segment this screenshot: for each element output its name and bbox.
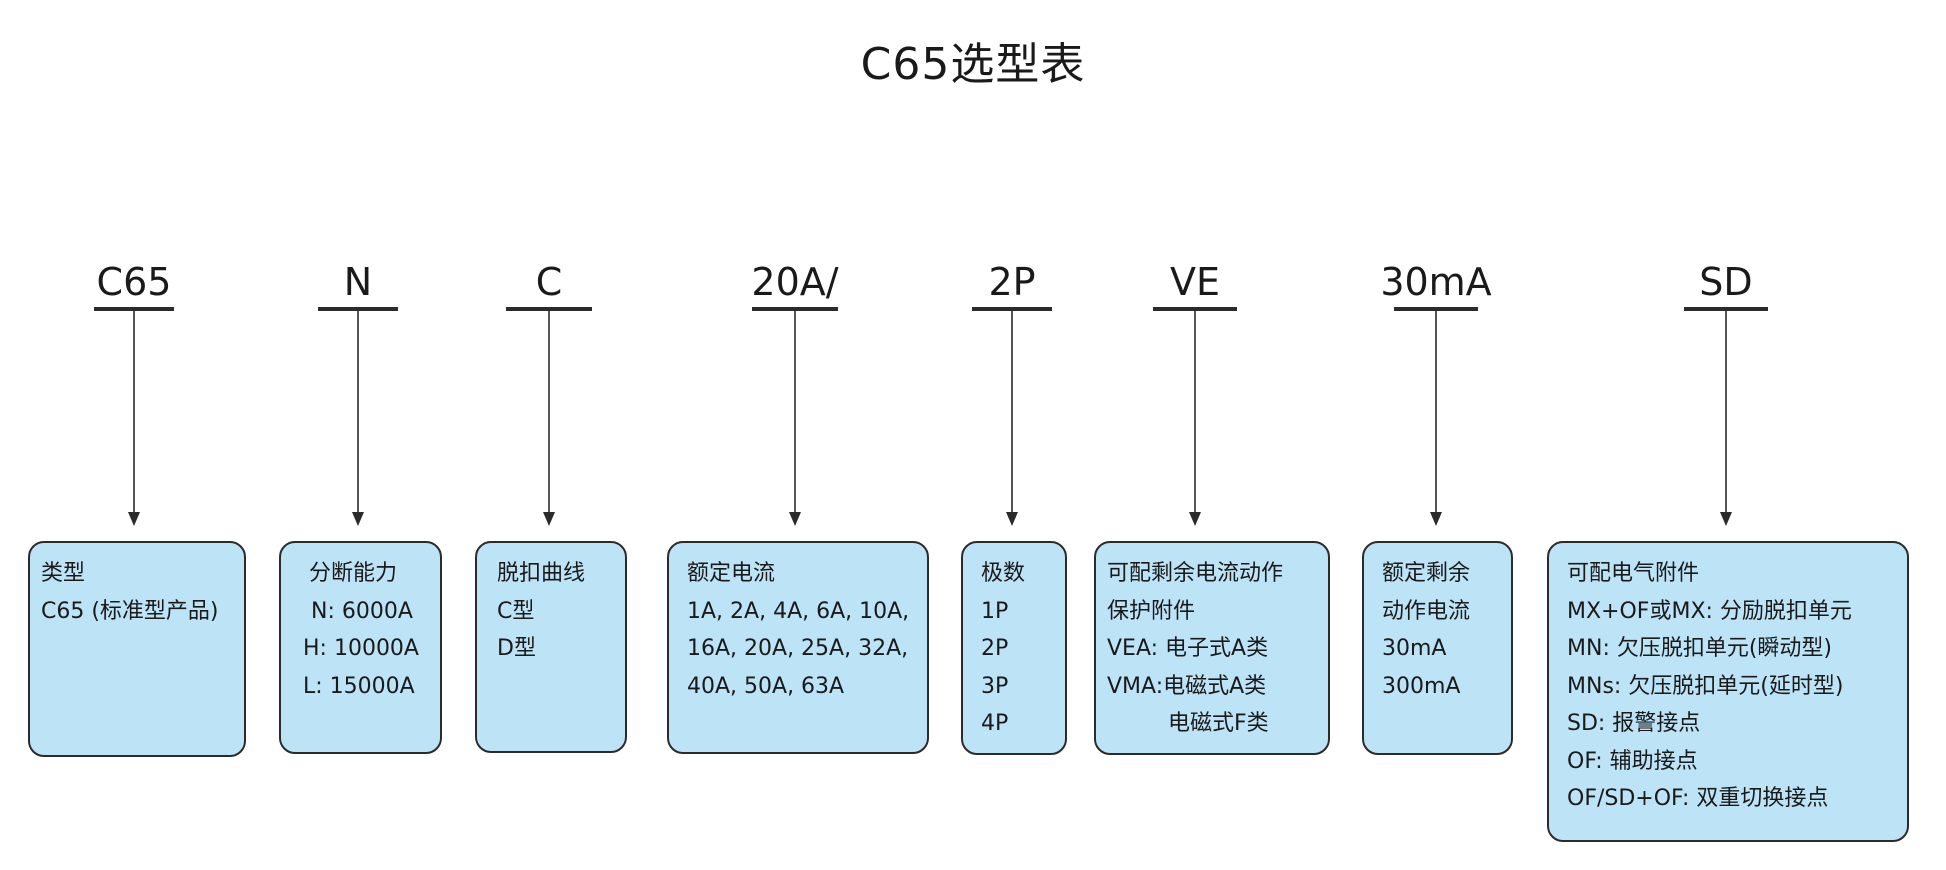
code-c65: C65 <box>96 260 172 304</box>
box-poles-line: 4P <box>981 711 1009 736</box>
box-breaking-capacity-line: H: 10000A <box>303 636 419 661</box>
code-20a: 20A/ <box>751 260 839 304</box>
arrowhead-icon <box>1189 512 1201 526</box>
box-poles-line: 3P <box>981 673 1009 699</box>
page-title: C65选型表 <box>860 39 1086 90</box>
arrowhead-icon <box>543 512 555 526</box>
box-residual-current-accessory-line: 电磁式F类 <box>1168 711 1269 736</box>
box-rated-residual-current-line: 动作电流 <box>1382 598 1471 624</box>
arrowhead-icon <box>1720 512 1732 526</box>
box-breaking-capacity-line: N: 6000A <box>311 598 413 624</box>
box-electrical-accessories-line: MX+OF或MX: 分励脱扣单元 <box>1567 598 1852 624</box>
box-trip-curve: 脱扣曲线 C型 D型 <box>475 541 627 753</box>
box-residual-current-accessory: 可配剩余电流动作 保护附件 VEA: 电子式A类 VMA:电磁式A类 电磁式F类 <box>1094 541 1330 755</box>
box-breaking-capacity-heading: 分断能力 <box>309 561 398 586</box>
box-rated-current-line: 40A, 50A, 63A <box>687 673 845 699</box>
box-residual-current-accessory-heading: 可配剩余电流动作 <box>1107 561 1284 586</box>
box-rated-current-line: 1A, 2A, 4A, 6A, 10A, <box>687 598 910 624</box>
box-rated-residual-current-line: 300mA <box>1382 673 1461 699</box>
arrowhead-icon <box>1006 512 1018 526</box>
box-poles: 极数 1P 2P 3P 4P <box>961 541 1067 755</box>
box-electrical-accessories-line: SD: 报警接点 <box>1567 711 1701 736</box>
box-electrical-accessories-line: MN: 欠压脱扣单元(瞬动型) <box>1567 636 1833 661</box>
arrowhead-icon <box>128 512 140 526</box>
arrowhead-icon <box>1430 512 1442 526</box>
box-residual-current-accessory-line: VMA:电磁式A类 <box>1107 673 1267 699</box>
code-30ma: 30mA <box>1380 260 1492 304</box>
code-2p: 2P <box>988 260 1036 304</box>
box-residual-current-accessory-line: VEA: 电子式A类 <box>1107 636 1269 661</box>
arrowhead-icon <box>352 512 364 526</box>
box-electrical-accessories-line: MNs: 欠压脱扣单元(延时型) <box>1567 673 1844 699</box>
box-trip-curve-heading: 脱扣曲线 <box>497 561 586 586</box>
code-ve: VE <box>1169 260 1220 304</box>
box-breaking-capacity: 分断能力 N: 6000A H: 10000A L: 15000A <box>279 541 442 754</box>
box-rated-residual-current: 额定剩余 动作电流 30mA 300mA <box>1362 541 1513 755</box>
box-rated-current-heading: 额定电流 <box>687 561 776 586</box>
box-rated-current-line: 16A, 20A, 25A, 32A, <box>687 636 909 661</box>
box-rated-current: 额定电流 1A, 2A, 4A, 6A, 10A, 16A, 20A, 25A,… <box>667 541 929 754</box>
box-electrical-accessories-line: OF/SD+OF: 双重切换接点 <box>1567 786 1829 811</box>
box-trip-curve-line: D型 <box>497 636 536 661</box>
box-poles-heading: 极数 <box>981 561 1026 586</box>
box-rated-residual-current-heading: 额定剩余 <box>1382 561 1471 586</box>
box-poles-line: 2P <box>981 636 1009 661</box>
box-type: 类型 C65 (标准型产品) <box>28 541 246 757</box>
box-residual-current-accessory-line: 保护附件 <box>1107 598 1196 624</box>
box-electrical-accessories: 可配电气附件 MX+OF或MX: 分励脱扣单元 MN: 欠压脱扣单元(瞬动型) … <box>1547 541 1909 842</box>
code-n: N <box>343 260 373 304</box>
box-trip-curve-line: C型 <box>497 598 535 624</box>
box-type-line: C65 (标准型产品) <box>41 598 219 624</box>
code-sd: SD <box>1699 260 1753 304</box>
box-electrical-accessories-line: OF: 辅助接点 <box>1567 748 1698 774</box>
box-electrical-accessories-heading: 可配电气附件 <box>1567 561 1700 586</box>
box-breaking-capacity-line: L: 15000A <box>303 673 415 699</box>
code-c: C <box>535 260 563 304</box>
arrowhead-icon <box>789 512 801 526</box>
box-type-heading: 类型 <box>41 561 86 586</box>
box-rated-residual-current-line: 30mA <box>1382 636 1447 661</box>
box-poles-line: 1P <box>981 598 1009 624</box>
